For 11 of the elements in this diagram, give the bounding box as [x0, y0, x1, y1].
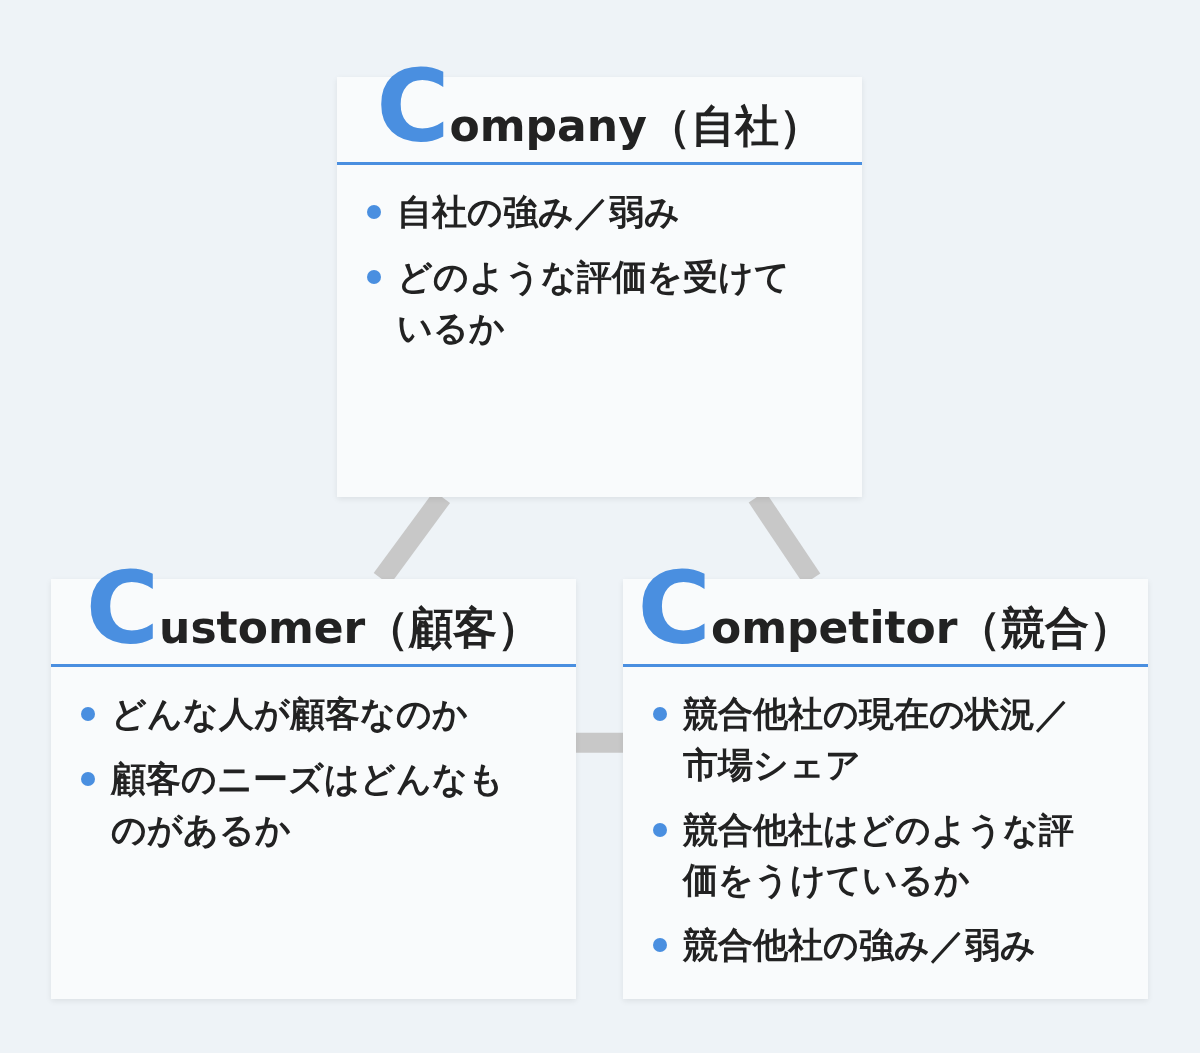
bullet-text: 競合他社の現在の状況／市場シェア — [683, 693, 1071, 787]
bullet-text: 競合他社の強み／弱み — [683, 924, 1037, 967]
connector-line — [576, 732, 623, 753]
card-title: Company（自社） — [376, 67, 823, 148]
bullet-text: どんな人が顧客なのか — [111, 693, 469, 736]
card-title: Competitor（競合） — [637, 569, 1134, 650]
bullet-text: 自社の強み／弱み — [397, 191, 681, 234]
bullet-text: 競合他社はどのような評価をうけているか — [683, 808, 1075, 903]
card-title: Customer（顧客） — [85, 569, 542, 650]
bullet-text: 顧客のニーズはどんなものがあるか — [111, 757, 505, 852]
bullet-text: どのような評価を受けているか — [397, 255, 791, 350]
